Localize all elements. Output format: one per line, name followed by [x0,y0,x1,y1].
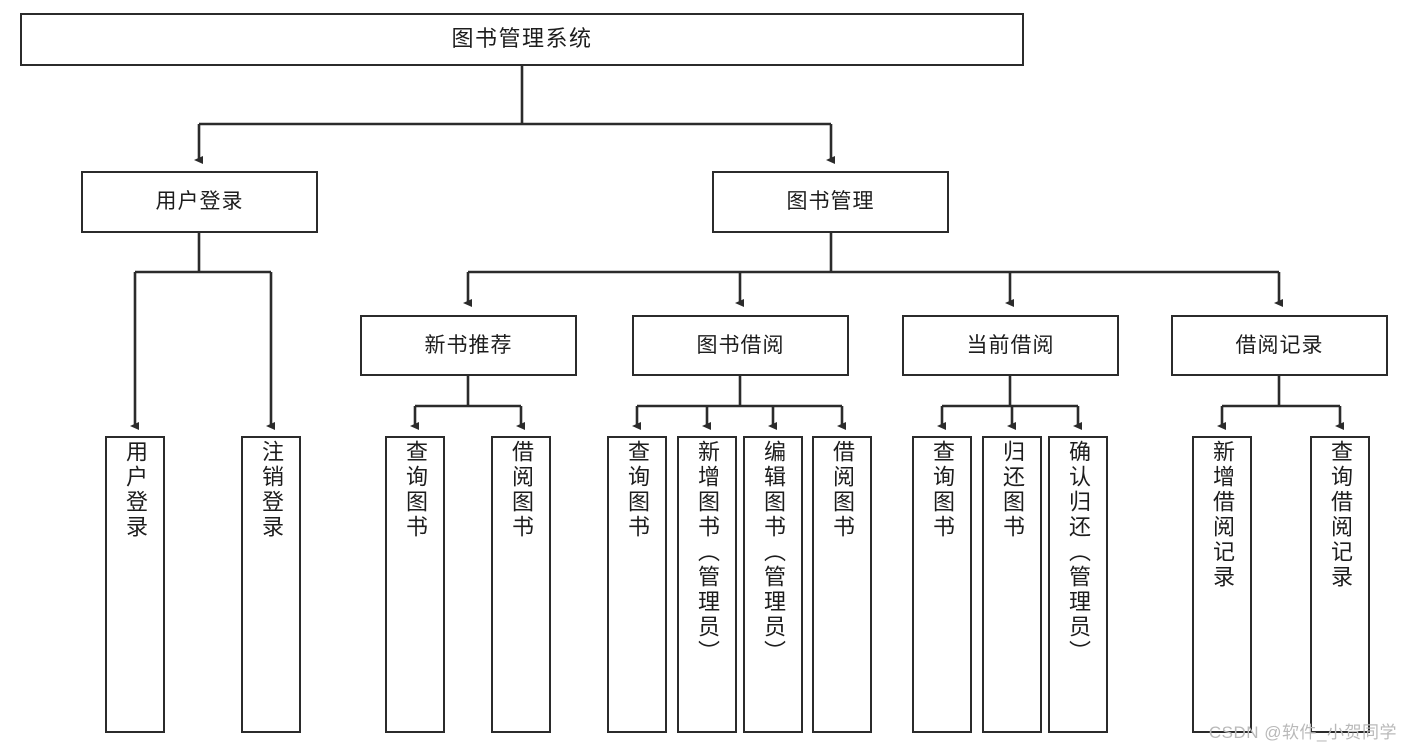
node-root-label: 图书管理系统 [451,26,593,52]
node-leaf-add-book-label: 新增图书（管理员） [695,440,720,665]
node-leaf-borrow-book-2[interactable]: 借阅图书 [812,436,872,733]
node-book-manage[interactable]: 图书管理 [712,171,949,233]
node-leaf-query-book-1-label: 查询图书 [403,440,428,540]
node-book-manage-label: 图书管理 [786,190,875,214]
node-leaf-edit-book[interactable]: 编辑图书（管理员） [743,436,803,733]
node-leaf-add-book[interactable]: 新增图书（管理员） [677,436,737,733]
node-current-borrow-label: 当前借阅 [966,333,1055,357]
node-leaf-query-record[interactable]: 查询借阅记录 [1310,436,1370,733]
node-root[interactable]: 图书管理系统 [20,13,1024,66]
node-borrow-record[interactable]: 借阅记录 [1171,315,1388,376]
node-leaf-edit-book-label: 编辑图书（管理员） [761,440,786,665]
node-user-login[interactable]: 用户登录 [81,171,318,233]
node-leaf-borrow-book-1-label: 借阅图书 [509,440,534,540]
node-leaf-return-book[interactable]: 归还图书 [982,436,1042,733]
node-leaf-logout[interactable]: 注销登录 [241,436,301,733]
node-leaf-query-book-3[interactable]: 查询图书 [912,436,972,733]
node-leaf-logout-label: 注销登录 [259,440,284,540]
node-current-borrow[interactable]: 当前借阅 [902,315,1119,376]
node-leaf-query-book-3-label: 查询图书 [930,440,955,540]
node-leaf-query-book-2[interactable]: 查询图书 [607,436,667,733]
node-new-book-recommend[interactable]: 新书推荐 [360,315,577,376]
node-leaf-query-book-2-label: 查询图书 [625,440,650,540]
node-leaf-add-record-label: 新增借阅记录 [1210,440,1235,590]
node-leaf-query-book-1[interactable]: 查询图书 [385,436,445,733]
node-leaf-user-login-label: 用户登录 [123,440,148,540]
node-user-login-label: 用户登录 [155,190,244,214]
node-leaf-borrow-book-1[interactable]: 借阅图书 [491,436,551,733]
csdn-watermark: CSDN @软件_小贺同学 [1208,723,1397,742]
node-book-borrow[interactable]: 图书借阅 [632,315,849,376]
node-leaf-query-record-label: 查询借阅记录 [1328,440,1353,590]
node-new-book-recommend-label: 新书推荐 [424,333,513,357]
node-leaf-confirm-return-label: 确认归还（管理员） [1066,440,1091,665]
node-leaf-return-book-label: 归还图书 [1000,440,1025,540]
node-leaf-confirm-return[interactable]: 确认归还（管理员） [1048,436,1108,733]
node-book-borrow-label: 图书借阅 [696,333,785,357]
node-borrow-record-label: 借阅记录 [1235,333,1324,357]
node-leaf-borrow-book-2-label: 借阅图书 [830,440,855,540]
node-leaf-user-login[interactable]: 用户登录 [105,436,165,733]
node-leaf-add-record[interactable]: 新增借阅记录 [1192,436,1252,733]
